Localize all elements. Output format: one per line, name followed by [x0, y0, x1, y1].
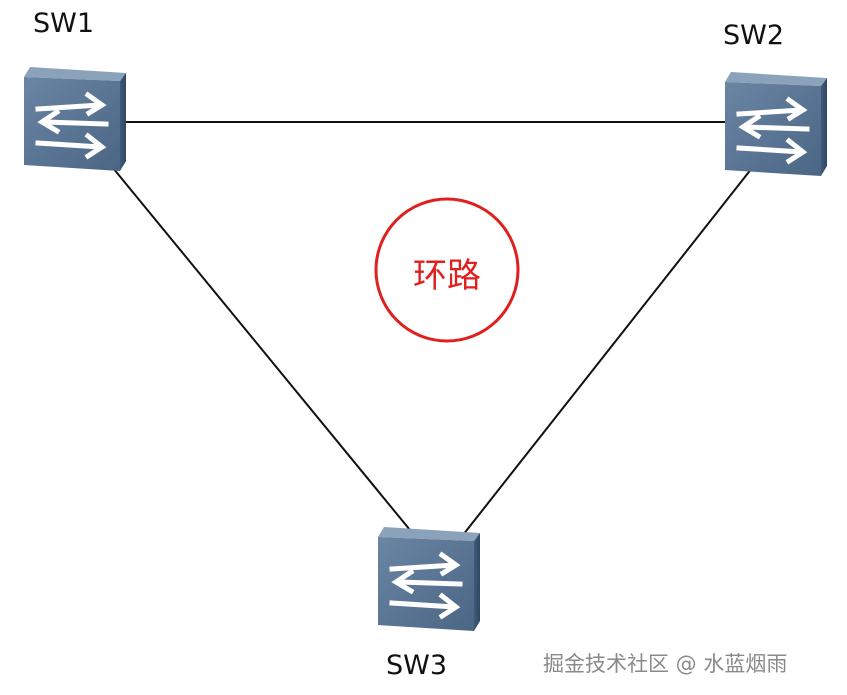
sw3-switch-icon[interactable] [378, 527, 480, 631]
sw1-label: SW1 [33, 8, 95, 39]
link-sw1-sw3 [112, 167, 411, 531]
sw1-switch-icon[interactable] [24, 67, 126, 171]
link-sw2-sw3 [458, 167, 753, 541]
sw3-label: SW3 [386, 650, 448, 681]
loop-label: 环路 [413, 256, 481, 296]
loop-marker-circle [374, 197, 520, 343]
watermark-text: 掘金技术社区 @ 水蓝烟雨 [543, 652, 788, 676]
sw2-label: SW2 [723, 20, 785, 51]
sw2-switch-icon[interactable] [725, 72, 827, 176]
